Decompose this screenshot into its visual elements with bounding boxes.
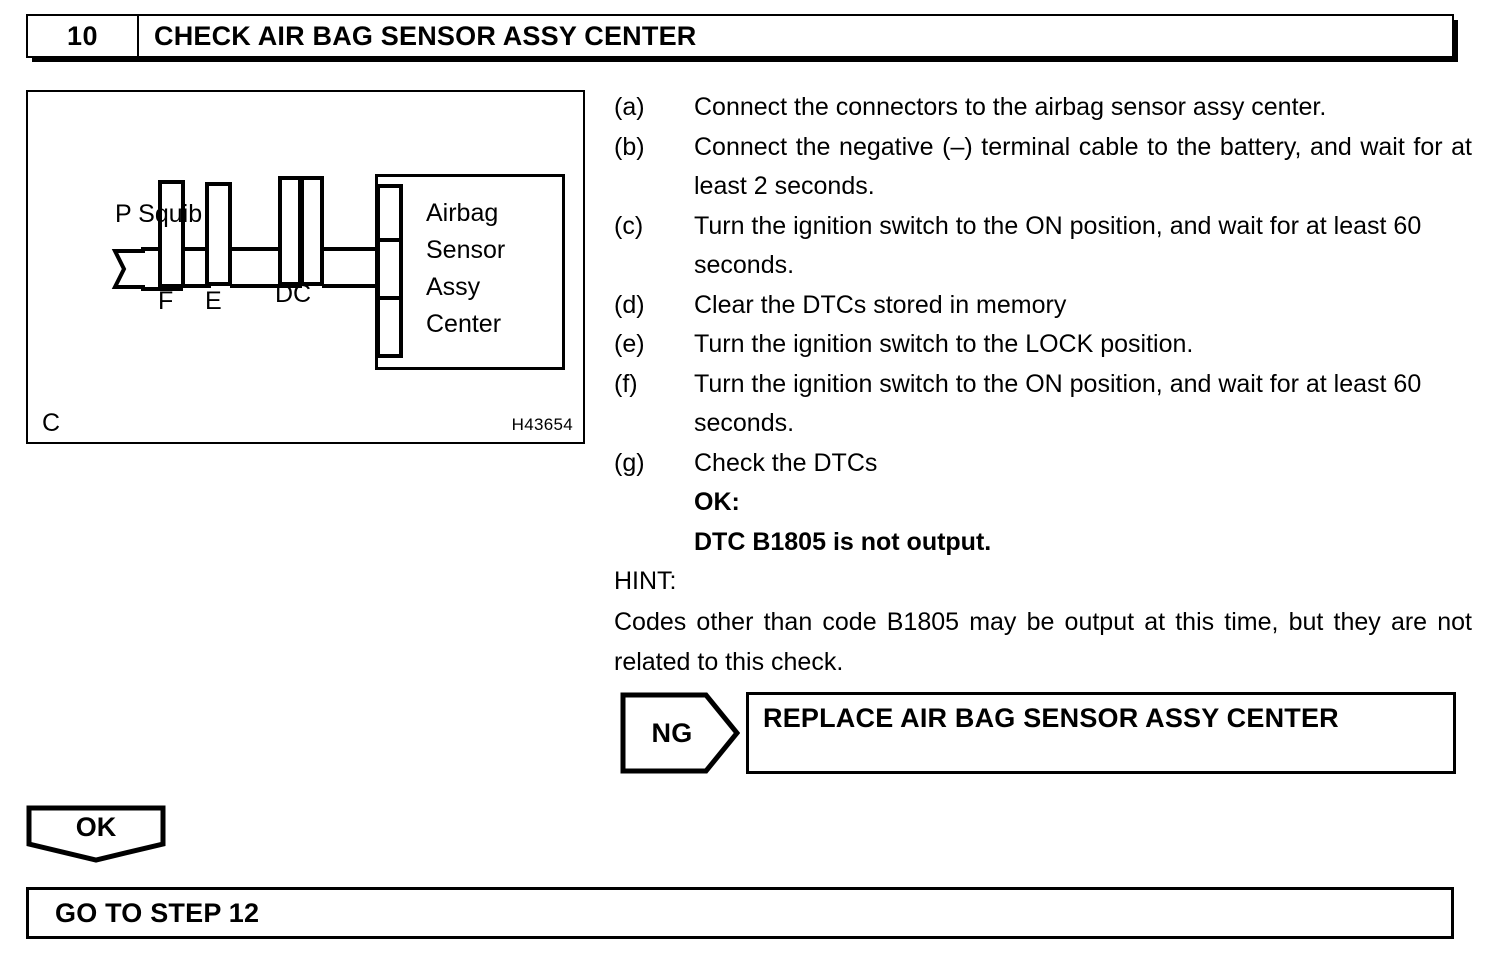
- procedure-list: (a) Connect the connectors to the airbag…: [614, 88, 1472, 682]
- ng-label: NG: [651, 717, 693, 748]
- ok-arrow-icon: [26, 805, 166, 863]
- sensor-pin-box-bottom: [376, 296, 403, 358]
- wire-f-to-e-top: [183, 247, 211, 251]
- sensor-pin-box-middle: [376, 238, 403, 300]
- procedure-step-a: (a) Connect the connectors to the airbag…: [614, 88, 1472, 128]
- wire-e-to-dc-bottom: [230, 284, 302, 288]
- step-text-e: Turn the ignition switch to the LOCK pos…: [694, 330, 1194, 358]
- step-marker-a: (a): [614, 93, 645, 121]
- step-marker-c: (c): [614, 211, 644, 240]
- procedure-step-c: (c) Turn the ignition switch to the ON p…: [614, 207, 1472, 286]
- step-text-b: Connect the negative (–) terminal cable …: [694, 132, 1472, 201]
- step-marker-e: (e): [614, 330, 645, 358]
- connector-e-label: E: [205, 287, 222, 315]
- ok-label: OK:: [694, 488, 740, 516]
- hint-text: Codes other than code B1805 may be outpu…: [614, 607, 1472, 676]
- squib-body-bottom-wire: [141, 287, 183, 291]
- connector-c-block: [300, 176, 324, 286]
- procedure-step-f: (f) Turn the ignition switch to the ON p…: [614, 365, 1472, 444]
- step-header-bar: 10 CHECK AIR BAG SENSOR ASSY CENTER: [26, 14, 1454, 58]
- airbag-sensor-assy-center-block: Airbag Sensor Assy Center: [375, 174, 565, 370]
- airbag-sensor-assy-center-label: Airbag Sensor Assy Center: [426, 195, 505, 343]
- ng-result-box: REPLACE AIR BAG SENSOR ASSY CENTER: [746, 692, 1456, 774]
- p-squib-label: P Squib: [115, 200, 203, 228]
- wire-e-to-dc-top: [230, 247, 302, 251]
- step-number: 10: [66, 20, 99, 51]
- ok-label: OK: [75, 811, 117, 842]
- final-action-label: GO TO STEP 12: [55, 897, 260, 928]
- wire-dc-to-sensor-top: [322, 247, 380, 251]
- sensor-label-line-3: Assy: [426, 273, 481, 301]
- connector-f-block: [158, 180, 185, 288]
- sensor-pin-box-top: [376, 184, 403, 242]
- figure-panel: Airbag Sensor Assy Center P Squib F E DC…: [26, 90, 585, 444]
- step-text-d: Clear the DTCs stored in memory: [694, 290, 1067, 319]
- figure-code: H43654: [511, 415, 573, 434]
- procedure-step-b: (b) Connect the negative (–) terminal ca…: [614, 128, 1472, 207]
- procedure-step-g: (g) Check the DTCs: [614, 444, 1472, 484]
- step-number-cell: 10: [28, 16, 139, 56]
- step-marker-g: (g): [614, 448, 645, 477]
- sensor-label-line-4: Center: [426, 310, 502, 338]
- connector-d-block: [278, 176, 302, 286]
- step-text-f: Turn the ignition switch to the ON posit…: [694, 369, 1422, 438]
- step-text-g: Check the DTCs: [694, 448, 878, 477]
- ng-branch: NG REPLACE AIR BAG SENSOR ASSY CENTER: [620, 692, 1456, 774]
- connector-f-label: F: [158, 287, 174, 315]
- final-action-bar: GO TO STEP 12: [26, 887, 1454, 939]
- procedure-step-d: (d) Clear the DTCs stored in memory: [614, 286, 1472, 326]
- ok-criteria: DTC B1805 is not output.: [694, 527, 992, 556]
- step-title: CHECK AIR BAG SENSOR ASSY CENTER: [154, 20, 697, 51]
- step-marker-f: (f): [614, 369, 638, 398]
- ng-arrow-icon: [620, 692, 740, 774]
- sensor-label-line-2: Sensor: [426, 236, 506, 264]
- hint-label: HINT:: [614, 567, 677, 595]
- wire-f-to-e-bottom: [183, 284, 211, 288]
- connector-dc-label: DC: [275, 280, 312, 308]
- step-marker-d: (d): [614, 290, 645, 319]
- wire-dc-to-sensor-bottom: [322, 284, 380, 288]
- step-text-c: Turn the ignition switch to the ON posit…: [694, 211, 1422, 280]
- connector-e-block: [205, 182, 232, 286]
- figure-corner-letter: C: [42, 409, 61, 437]
- step-text-a: Connect the connectors to the airbag sen…: [694, 93, 1327, 121]
- sensor-label-line-1: Airbag: [426, 199, 499, 227]
- ok-branch: OK: [26, 805, 166, 863]
- step-marker-b: (b): [614, 132, 645, 161]
- ng-result-label: REPLACE AIR BAG SENSOR ASSY CENTER: [763, 703, 1339, 733]
- procedure-step-e: (e) Turn the ignition switch to the LOCK…: [614, 325, 1472, 365]
- squib-terminal-icon: [111, 249, 145, 289]
